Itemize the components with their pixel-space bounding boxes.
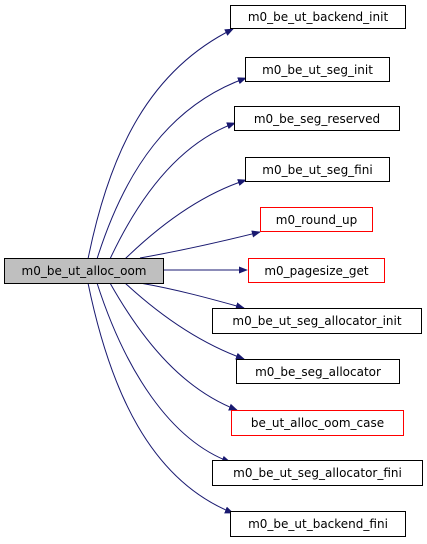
node-m0-be-ut-backend-init[interactable]: m0_be_ut_backend_init bbox=[230, 5, 406, 29]
edge-to-m0-be-seg-allocator bbox=[124, 282, 245, 360]
edge-to-m0-be-ut-seg-allocator-init bbox=[139, 282, 245, 310]
edge-to-m0-round-up bbox=[139, 230, 261, 259]
node-label: m0_be_ut_backend_fini bbox=[248, 517, 388, 531]
node-m0-be-seg-allocator[interactable]: m0_be_seg_allocator bbox=[236, 359, 400, 384]
node-m0-be-ut-alloc-oom[interactable]: m0_be_ut_alloc_oom bbox=[4, 258, 164, 284]
node-m0-be-seg-reserved[interactable]: m0_be_seg_reserved bbox=[234, 106, 400, 131]
edge-to-m0-be-ut-seg-fini bbox=[124, 179, 247, 260]
node-m0-pagesize-get[interactable]: m0_pagesize_get bbox=[248, 258, 385, 283]
node-label: m0_be_ut_alloc_oom bbox=[21, 264, 147, 278]
node-label: m0_be_ut_backend_init bbox=[247, 10, 389, 24]
node-m0-be-ut-backend-fini[interactable]: m0_be_ut_backend_fini bbox=[230, 511, 406, 537]
node-label: m0_be_ut_seg_fini bbox=[262, 162, 373, 177]
node-m0-be-ut-seg-init[interactable]: m0_be_ut_seg_init bbox=[245, 57, 390, 82]
node-label: m0_be_ut_seg_allocator_fini bbox=[233, 466, 402, 480]
node-m0-round-up[interactable]: m0_round_up bbox=[260, 207, 373, 232]
edge-to-m0-be-ut-seg-allocator-fini bbox=[96, 282, 231, 463]
node-label: m0_round_up bbox=[275, 212, 358, 227]
node-m0-be-ut-seg-allocator-fini[interactable]: m0_be_ut_seg_allocator_fini bbox=[212, 460, 423, 486]
edge-to-m0-be-ut-backend-fini bbox=[87, 282, 234, 514]
node-label: m0_pagesize_get bbox=[264, 263, 369, 278]
edge-to-m0-be-ut-backend-init bbox=[87, 28, 234, 260]
node-be-ut-alloc-oom-case[interactable]: be_ut_alloc_oom_case bbox=[231, 410, 404, 436]
node-label: m0_be_ut_seg_init bbox=[262, 62, 373, 77]
node-label: be_ut_alloc_oom_case bbox=[250, 416, 385, 430]
node-m0-be-ut-seg-allocator-init[interactable]: m0_be_ut_seg_allocator_init bbox=[212, 308, 422, 334]
edge-to-m0-be-ut-seg-init bbox=[96, 77, 247, 260]
edge-to-be-ut-alloc-oom-case bbox=[109, 282, 238, 411]
node-m0-be-ut-seg-fini[interactable]: m0_be_ut_seg_fini bbox=[245, 157, 390, 182]
edge-to-m0-be-seg-reserved bbox=[109, 122, 236, 260]
node-label: m0_be_seg_reserved bbox=[253, 111, 381, 126]
node-label: m0_be_seg_allocator bbox=[255, 364, 381, 379]
node-label: m0_be_ut_seg_allocator_init bbox=[232, 314, 402, 328]
